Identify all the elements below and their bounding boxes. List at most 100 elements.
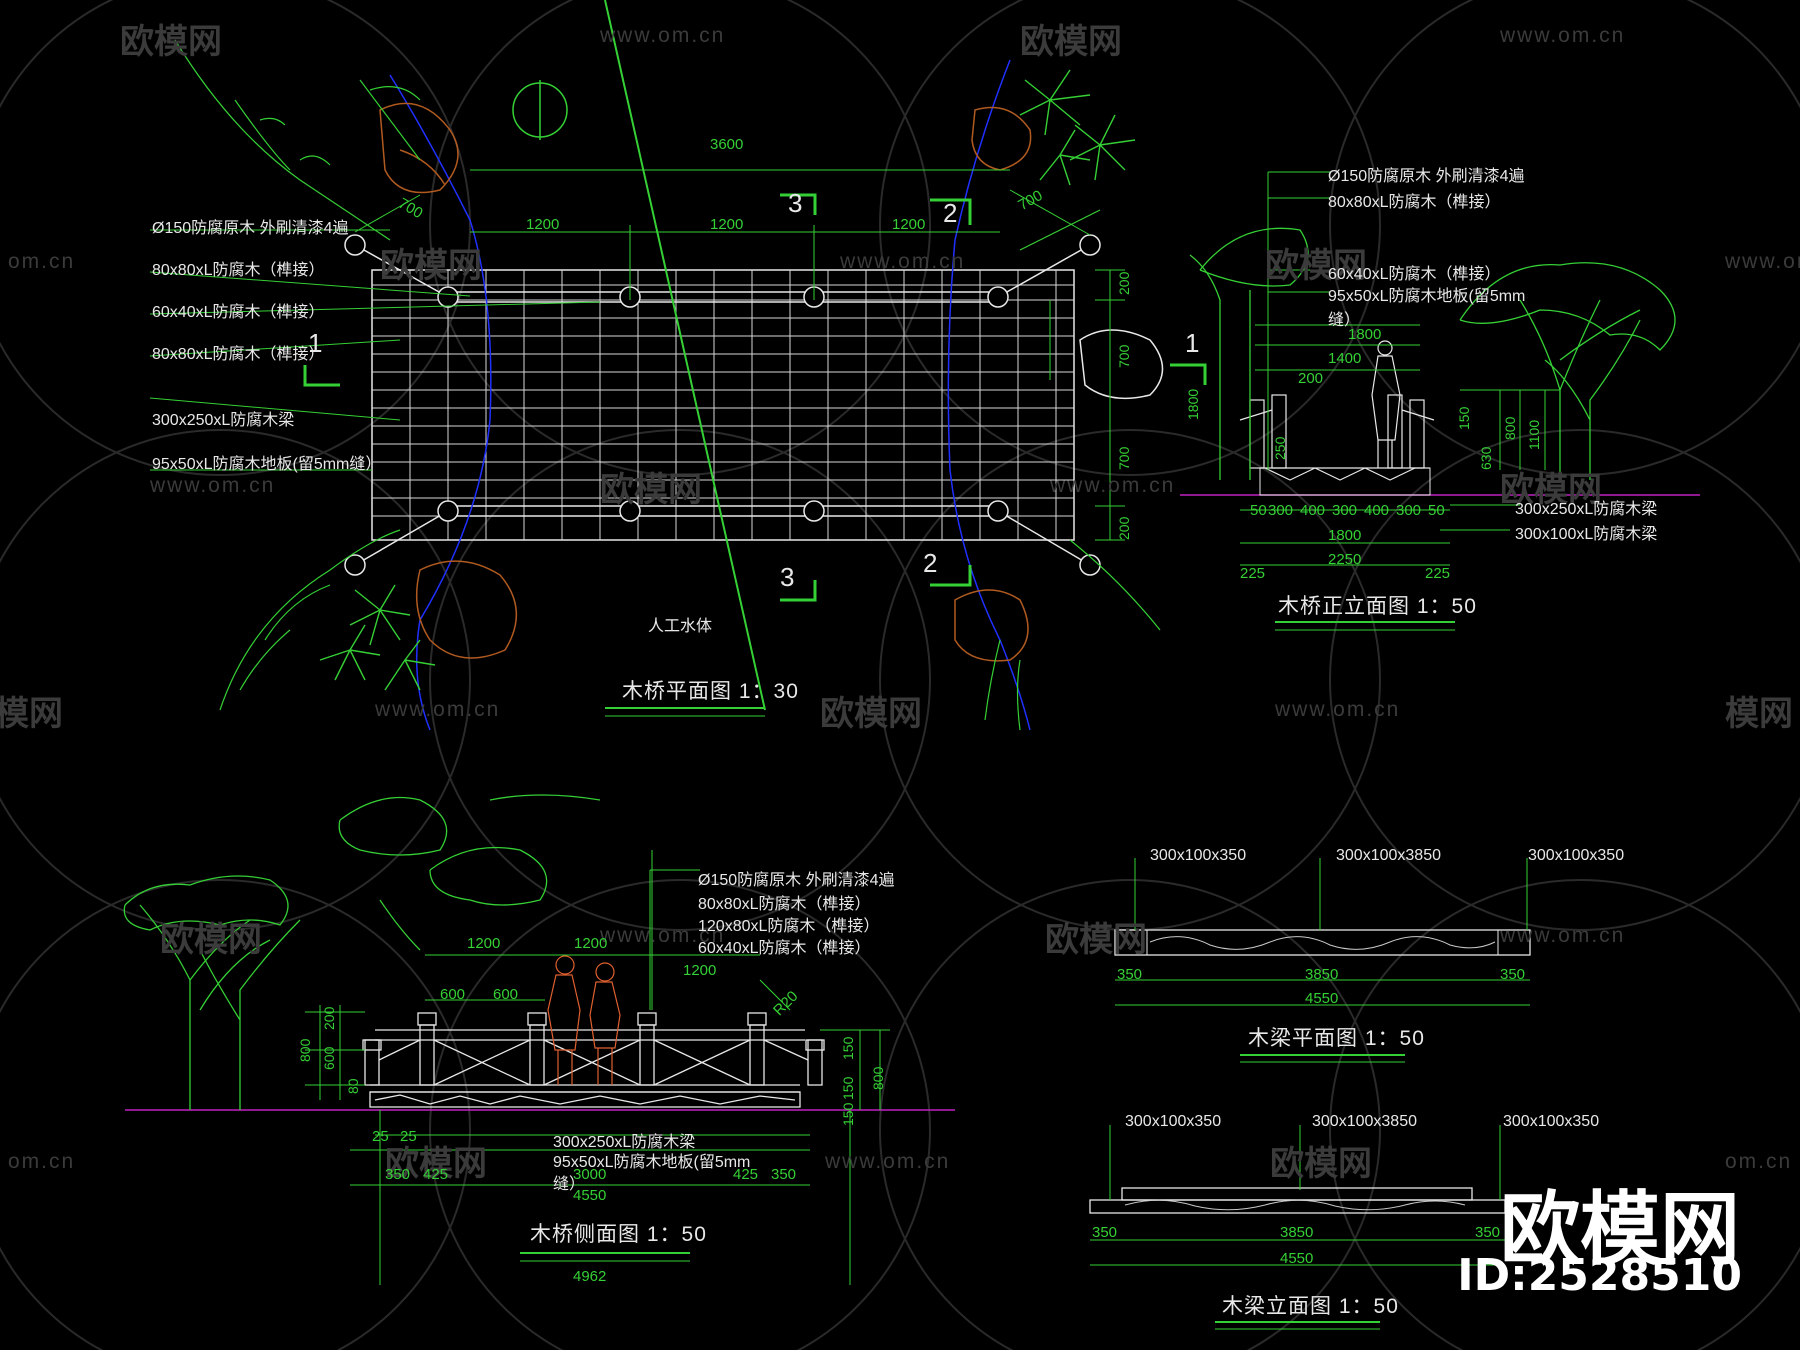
front-dim-v: 1100 bbox=[1526, 419, 1542, 450]
plan-water-label: 人工水体 bbox=[648, 618, 713, 635]
watermark-logo: 欧模网 bbox=[1270, 1144, 1372, 1184]
beam-plan-dim: 3850 bbox=[1305, 966, 1339, 983]
beam-plan-title: 木梁平面图 1：50 bbox=[1248, 1027, 1425, 1050]
front-dim: 1800 bbox=[1328, 527, 1362, 544]
watermark-url: www.om.cn bbox=[1725, 250, 1800, 273]
side-dim-v: 200 bbox=[321, 1006, 337, 1030]
front-label-post: 80x80xL防腐木（榫接） bbox=[1328, 194, 1501, 211]
side-dim-v: 800 bbox=[870, 1066, 886, 1090]
watermark-url: www.om.cn bbox=[375, 698, 501, 721]
plan-label-rail: 60x40xL防腐木（榫接） bbox=[152, 304, 325, 321]
front-label-deck-2: 缝） bbox=[1328, 312, 1361, 329]
watermark-logo: 欧模网 bbox=[120, 22, 222, 62]
beam-elev-label: 300x100x3850 bbox=[1312, 1113, 1417, 1130]
plan-label-log: Ø150防腐原木 外刷清漆4遍 bbox=[152, 220, 349, 237]
side-label-deck: 95x50xL防腐木地板(留5mm bbox=[553, 1154, 751, 1171]
watermark-logo: 欧模网 bbox=[380, 246, 482, 286]
plan-dim-seg: 1200 bbox=[526, 216, 560, 233]
watermark-url: www.om.cn bbox=[600, 924, 726, 947]
front-title: 木桥正立面图 1：50 bbox=[1278, 595, 1477, 618]
watermark-url: www.om.cn bbox=[1500, 924, 1626, 947]
side-dim: 600 bbox=[493, 986, 519, 1003]
front-dim: 400 bbox=[1364, 502, 1390, 519]
side-dim: 350 bbox=[385, 1166, 411, 1183]
side-dim: 1200 bbox=[683, 962, 717, 979]
side-dim-v: 150 bbox=[840, 1036, 856, 1060]
plan-dim-v: 700 bbox=[1116, 446, 1132, 470]
watermark-logo: 模网 bbox=[1725, 694, 1793, 734]
beam-elev-dim: 350 bbox=[1092, 1224, 1118, 1241]
section-marker-2: 2 bbox=[923, 548, 938, 578]
watermark-logo: 欧模网 bbox=[1020, 22, 1122, 62]
plan-dim-v: 700 bbox=[1116, 344, 1132, 368]
beam-elev-dim: 4550 bbox=[1280, 1250, 1314, 1267]
front-dim: 225 bbox=[1425, 565, 1451, 582]
front-dim: 50 bbox=[1250, 502, 1267, 519]
side-dim: 600 bbox=[440, 986, 466, 1003]
watermark-url: www.om.cn bbox=[840, 250, 966, 273]
side-elevation bbox=[123, 794, 955, 1285]
watermark-url: om.cn bbox=[1725, 1150, 1793, 1173]
brand-id: ID:2528510 bbox=[1457, 1250, 1742, 1301]
watermark-logo: 欧模网 bbox=[1265, 246, 1367, 286]
front-label-beam: 300x250xL防腐木梁 bbox=[1515, 501, 1658, 518]
front-label-rail: 60x40xL防腐木（榫接） bbox=[1328, 266, 1501, 283]
watermark-logo: 欧模网 bbox=[1500, 470, 1602, 510]
watermark-logo: 模网 bbox=[0, 694, 63, 734]
side-label-rail: 60x40xL防腐木（榫接） bbox=[698, 940, 871, 957]
front-dim-v: 250 bbox=[1272, 436, 1288, 460]
side-title: 木桥侧面图 1：50 bbox=[530, 1223, 707, 1246]
plan-label-post-2: 80x80xL防腐木（榫接） bbox=[152, 346, 325, 363]
watermark-url: om.cn bbox=[8, 1150, 76, 1173]
front-label-log: Ø150防腐原木 外刷清漆4遍 bbox=[1328, 168, 1525, 185]
front-dim: 2250 bbox=[1328, 551, 1362, 568]
side-dim: 25 bbox=[400, 1128, 417, 1145]
side-dim: 350 bbox=[771, 1166, 797, 1183]
side-label-log: Ø150防腐原木 外刷清漆4遍 bbox=[698, 872, 895, 889]
watermark-logo: 欧模网 bbox=[600, 470, 702, 510]
plan-label-deck: 95x50xL防腐木地板(留5mm缝） bbox=[152, 456, 382, 473]
front-dim: 225 bbox=[1240, 565, 1266, 582]
watermark-logo: 欧模网 bbox=[385, 1144, 487, 1184]
watermark-logo: 欧模网 bbox=[820, 694, 922, 734]
watermark-url: www.om.cn bbox=[825, 1150, 951, 1173]
section-marker-1: 1 bbox=[1185, 328, 1200, 358]
front-dim: 300 bbox=[1396, 502, 1422, 519]
front-elevation bbox=[1180, 171, 1700, 631]
plan-dim-seg: 1200 bbox=[710, 216, 744, 233]
beam-plan-dim: 350 bbox=[1500, 966, 1526, 983]
side-dim: 4962 bbox=[573, 1268, 607, 1285]
front-label-beam-2: 300x100xL防腐木梁 bbox=[1515, 526, 1658, 543]
watermark-url: www.om.cn bbox=[150, 474, 276, 497]
watermark-url: www.om.cn bbox=[1500, 24, 1626, 47]
side-dim: 3000 bbox=[573, 1166, 607, 1183]
plan-label-beam: 300x250xL防腐木梁 bbox=[152, 412, 295, 429]
beam-plan-label: 300x100x350 bbox=[1528, 847, 1625, 864]
side-dim: 25 bbox=[372, 1128, 389, 1145]
plan-dim-total: 3600 bbox=[710, 136, 744, 153]
plan-dim-seg: 1200 bbox=[892, 216, 926, 233]
side-dim-v: 150 bbox=[840, 1076, 856, 1100]
beam-elev-dim: 3850 bbox=[1280, 1224, 1314, 1241]
watermark-logo: 欧模网 bbox=[1045, 920, 1147, 960]
plan-dim-v: 200 bbox=[1116, 271, 1132, 295]
front-label-deck: 95x50xL防腐木地板(留5mm bbox=[1328, 288, 1526, 305]
plan-view bbox=[149, 0, 1207, 731]
beam-elev-title: 木梁立面图 1：50 bbox=[1222, 1295, 1399, 1318]
side-label-rail-top: 120x80xL防腐木（榫接） bbox=[698, 918, 880, 935]
front-dim: 1400 bbox=[1328, 350, 1362, 367]
beam-plan-dim: 350 bbox=[1117, 966, 1143, 983]
brand-logo-text: 欧模网 bbox=[1500, 1183, 1740, 1276]
side-dim: 1200 bbox=[467, 935, 501, 952]
front-dim: 50 bbox=[1428, 502, 1445, 519]
beam-elev-label: 300x100x350 bbox=[1503, 1113, 1600, 1130]
front-dim: 1800 bbox=[1348, 326, 1382, 343]
side-dim-v: 80 bbox=[345, 1078, 361, 1094]
side-dim: 425 bbox=[733, 1166, 759, 1183]
section-marker-2: 2 bbox=[943, 198, 958, 228]
side-dim: 4550 bbox=[573, 1187, 607, 1204]
front-dim-v: 800 bbox=[1502, 416, 1518, 440]
plan-label-post: 80x80xL防腐木（榫接） bbox=[152, 262, 325, 279]
